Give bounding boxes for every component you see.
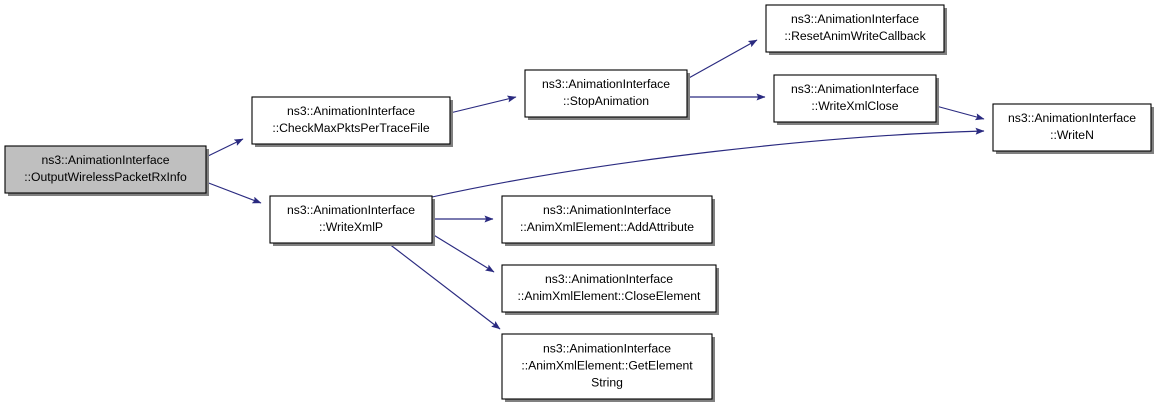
node-label-line: ns3::AnimationInterface	[287, 104, 415, 118]
node-box[interactable]	[765, 4, 945, 53]
node-box[interactable]	[501, 195, 713, 244]
node-label-line: ::CheckMaxPktsPerTraceFile	[272, 121, 430, 135]
node-write-xml-close[interactable]: ns3::AnimationInterface::WriteXmlClose	[773, 74, 939, 125]
node-stop-animation[interactable]: ns3::AnimationInterface::StopAnimation	[524, 69, 690, 120]
node-box[interactable]	[501, 333, 713, 400]
node-label-line: ns3::AnimationInterface	[41, 153, 169, 167]
node-box[interactable]	[269, 195, 433, 244]
edges-layer	[205, 39, 985, 330]
node-label-line: String	[591, 376, 623, 390]
node-label-line: ::ResetAnimWriteCallback	[784, 29, 926, 43]
node-label-line: ::AnimXmlElement::GetElement	[521, 359, 693, 373]
node-box[interactable]	[501, 264, 717, 313]
call-edge-stop-animation-to-reset-anim-write-callback	[686, 39, 758, 80]
node-check-max-pkts-per-trace-file[interactable]: ns3::AnimationInterface::CheckMaxPktsPer…	[251, 96, 453, 147]
node-label-line: ::StopAnimation	[563, 94, 649, 108]
call-edge-output-wireless-packet-rx-info-to-write-xml-p	[205, 181, 262, 204]
node-label-line: ns3::AnimationInterface	[791, 12, 919, 26]
node-reset-anim-write-callback[interactable]: ns3::AnimationInterface::ResetAnimWriteC…	[765, 4, 947, 55]
node-label-line: ns3::AnimationInterface	[543, 342, 671, 356]
call-edge-write-xml-close-to-write-n	[935, 105, 985, 121]
node-anim-xml-element-get-element-string[interactable]: ns3::AnimationInterface::AnimXmlElement:…	[501, 333, 715, 402]
node-box[interactable]	[992, 103, 1152, 152]
node-label-line: ::WriteXmlP	[319, 220, 383, 234]
node-write-xml-p[interactable]: ns3::AnimationInterface::WriteXmlP	[269, 195, 435, 246]
node-anim-xml-element-add-attribute[interactable]: ns3::AnimationInterface::AnimXmlElement:…	[501, 195, 715, 246]
node-anim-xml-element-close-element[interactable]: ns3::AnimationInterface::AnimXmlElement:…	[501, 264, 719, 315]
call-edge-write-xml-p-to-anim-xml-element-get-element-string	[387, 242, 501, 330]
node-label-line: ::OutputWirelessPacketRxInfo	[24, 170, 187, 184]
node-label-line: ns3::AnimationInterface	[543, 203, 671, 217]
call-edge-write-xml-p-to-write-n	[431, 127, 985, 198]
node-box[interactable]	[4, 145, 207, 194]
node-label-line: ::WriteXmlClose	[811, 99, 898, 113]
node-box[interactable]	[251, 96, 451, 145]
node-label-line: ns3::AnimationInterface	[545, 272, 673, 286]
node-output-wireless-packet-rx-info[interactable]: ns3::AnimationInterface::OutputWirelessP…	[4, 145, 209, 196]
call-edge-check-max-pkts-per-trace-file-to-stop-animation	[449, 95, 517, 114]
node-label-line: ::AnimXmlElement::CloseElement	[518, 289, 701, 303]
node-label-line: ::WriteN	[1050, 128, 1094, 142]
node-label-line: ns3::AnimationInterface	[287, 203, 415, 217]
call-edge-write-xml-p-to-anim-xml-element-close-element	[431, 233, 495, 273]
nodes-layer: ns3::AnimationInterface::OutputWirelessP…	[4, 4, 1154, 402]
call-edge-output-wireless-packet-rx-info-to-check-max-pkts-per-trace-file	[205, 138, 244, 158]
node-label-line: ns3::AnimationInterface	[1008, 111, 1136, 125]
node-label-line: ::AnimXmlElement::AddAttribute	[520, 220, 694, 234]
node-box[interactable]	[524, 69, 688, 118]
node-box[interactable]	[773, 74, 937, 123]
node-write-n[interactable]: ns3::AnimationInterface::WriteN	[992, 103, 1154, 154]
node-label-line: ns3::AnimationInterface	[791, 82, 919, 96]
node-label-line: ns3::AnimationInterface	[542, 77, 670, 91]
